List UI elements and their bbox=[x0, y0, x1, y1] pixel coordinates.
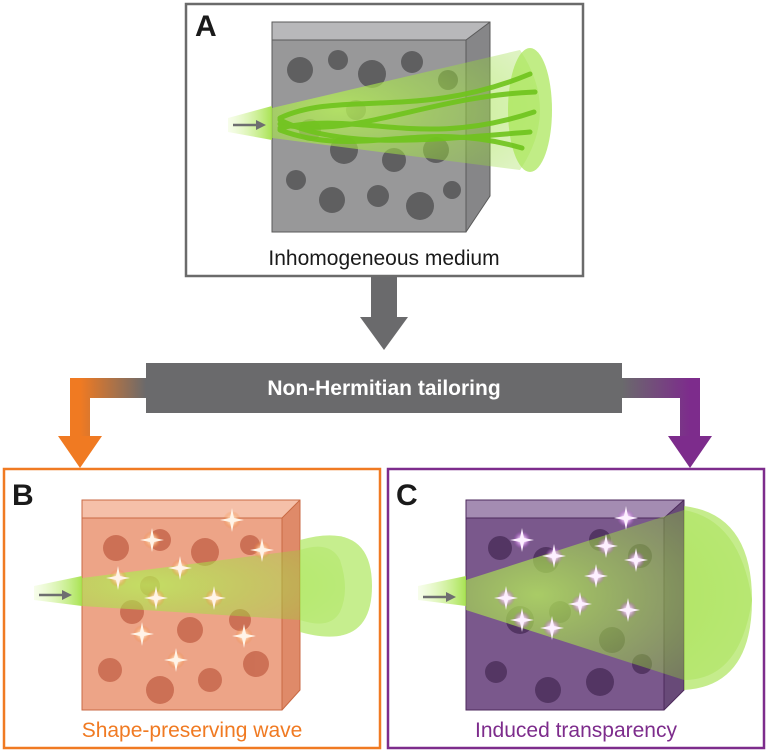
cube-b bbox=[81, 499, 372, 711]
cube-a bbox=[271, 21, 552, 233]
preserved-beam bbox=[82, 546, 345, 624]
scattered-beam bbox=[272, 48, 552, 172]
connector-arrows bbox=[58, 277, 712, 468]
incident-arrow-icon bbox=[423, 592, 456, 602]
panel-a-letter: A bbox=[195, 10, 217, 43]
incident-arrow-icon bbox=[233, 120, 266, 130]
center-bar-label: Non-Hermitian tailoring bbox=[267, 377, 500, 400]
panel-a: A bbox=[184, 2, 585, 278]
panel-b: B bbox=[2, 467, 382, 750]
panel-b-letter: B bbox=[12, 479, 34, 512]
cube-c bbox=[465, 499, 752, 711]
panel-a-caption: Inhomogeneous medium bbox=[268, 247, 499, 270]
incident-arrow-icon bbox=[39, 590, 72, 600]
non-hermitian-bar: Non-Hermitian tailoring bbox=[146, 363, 622, 413]
incident-beam-a bbox=[228, 106, 272, 140]
incident-beam-c bbox=[418, 576, 466, 606]
panel-c: C bbox=[386, 467, 766, 750]
panel-b-caption: Shape-preserving wave bbox=[82, 719, 303, 742]
down-arrow-icon bbox=[360, 277, 408, 350]
panel-c-letter: C bbox=[396, 479, 418, 512]
transmitted-beam bbox=[466, 510, 752, 680]
incident-beam-b bbox=[34, 576, 82, 606]
panel-c-caption: Induced transparency bbox=[475, 719, 677, 742]
